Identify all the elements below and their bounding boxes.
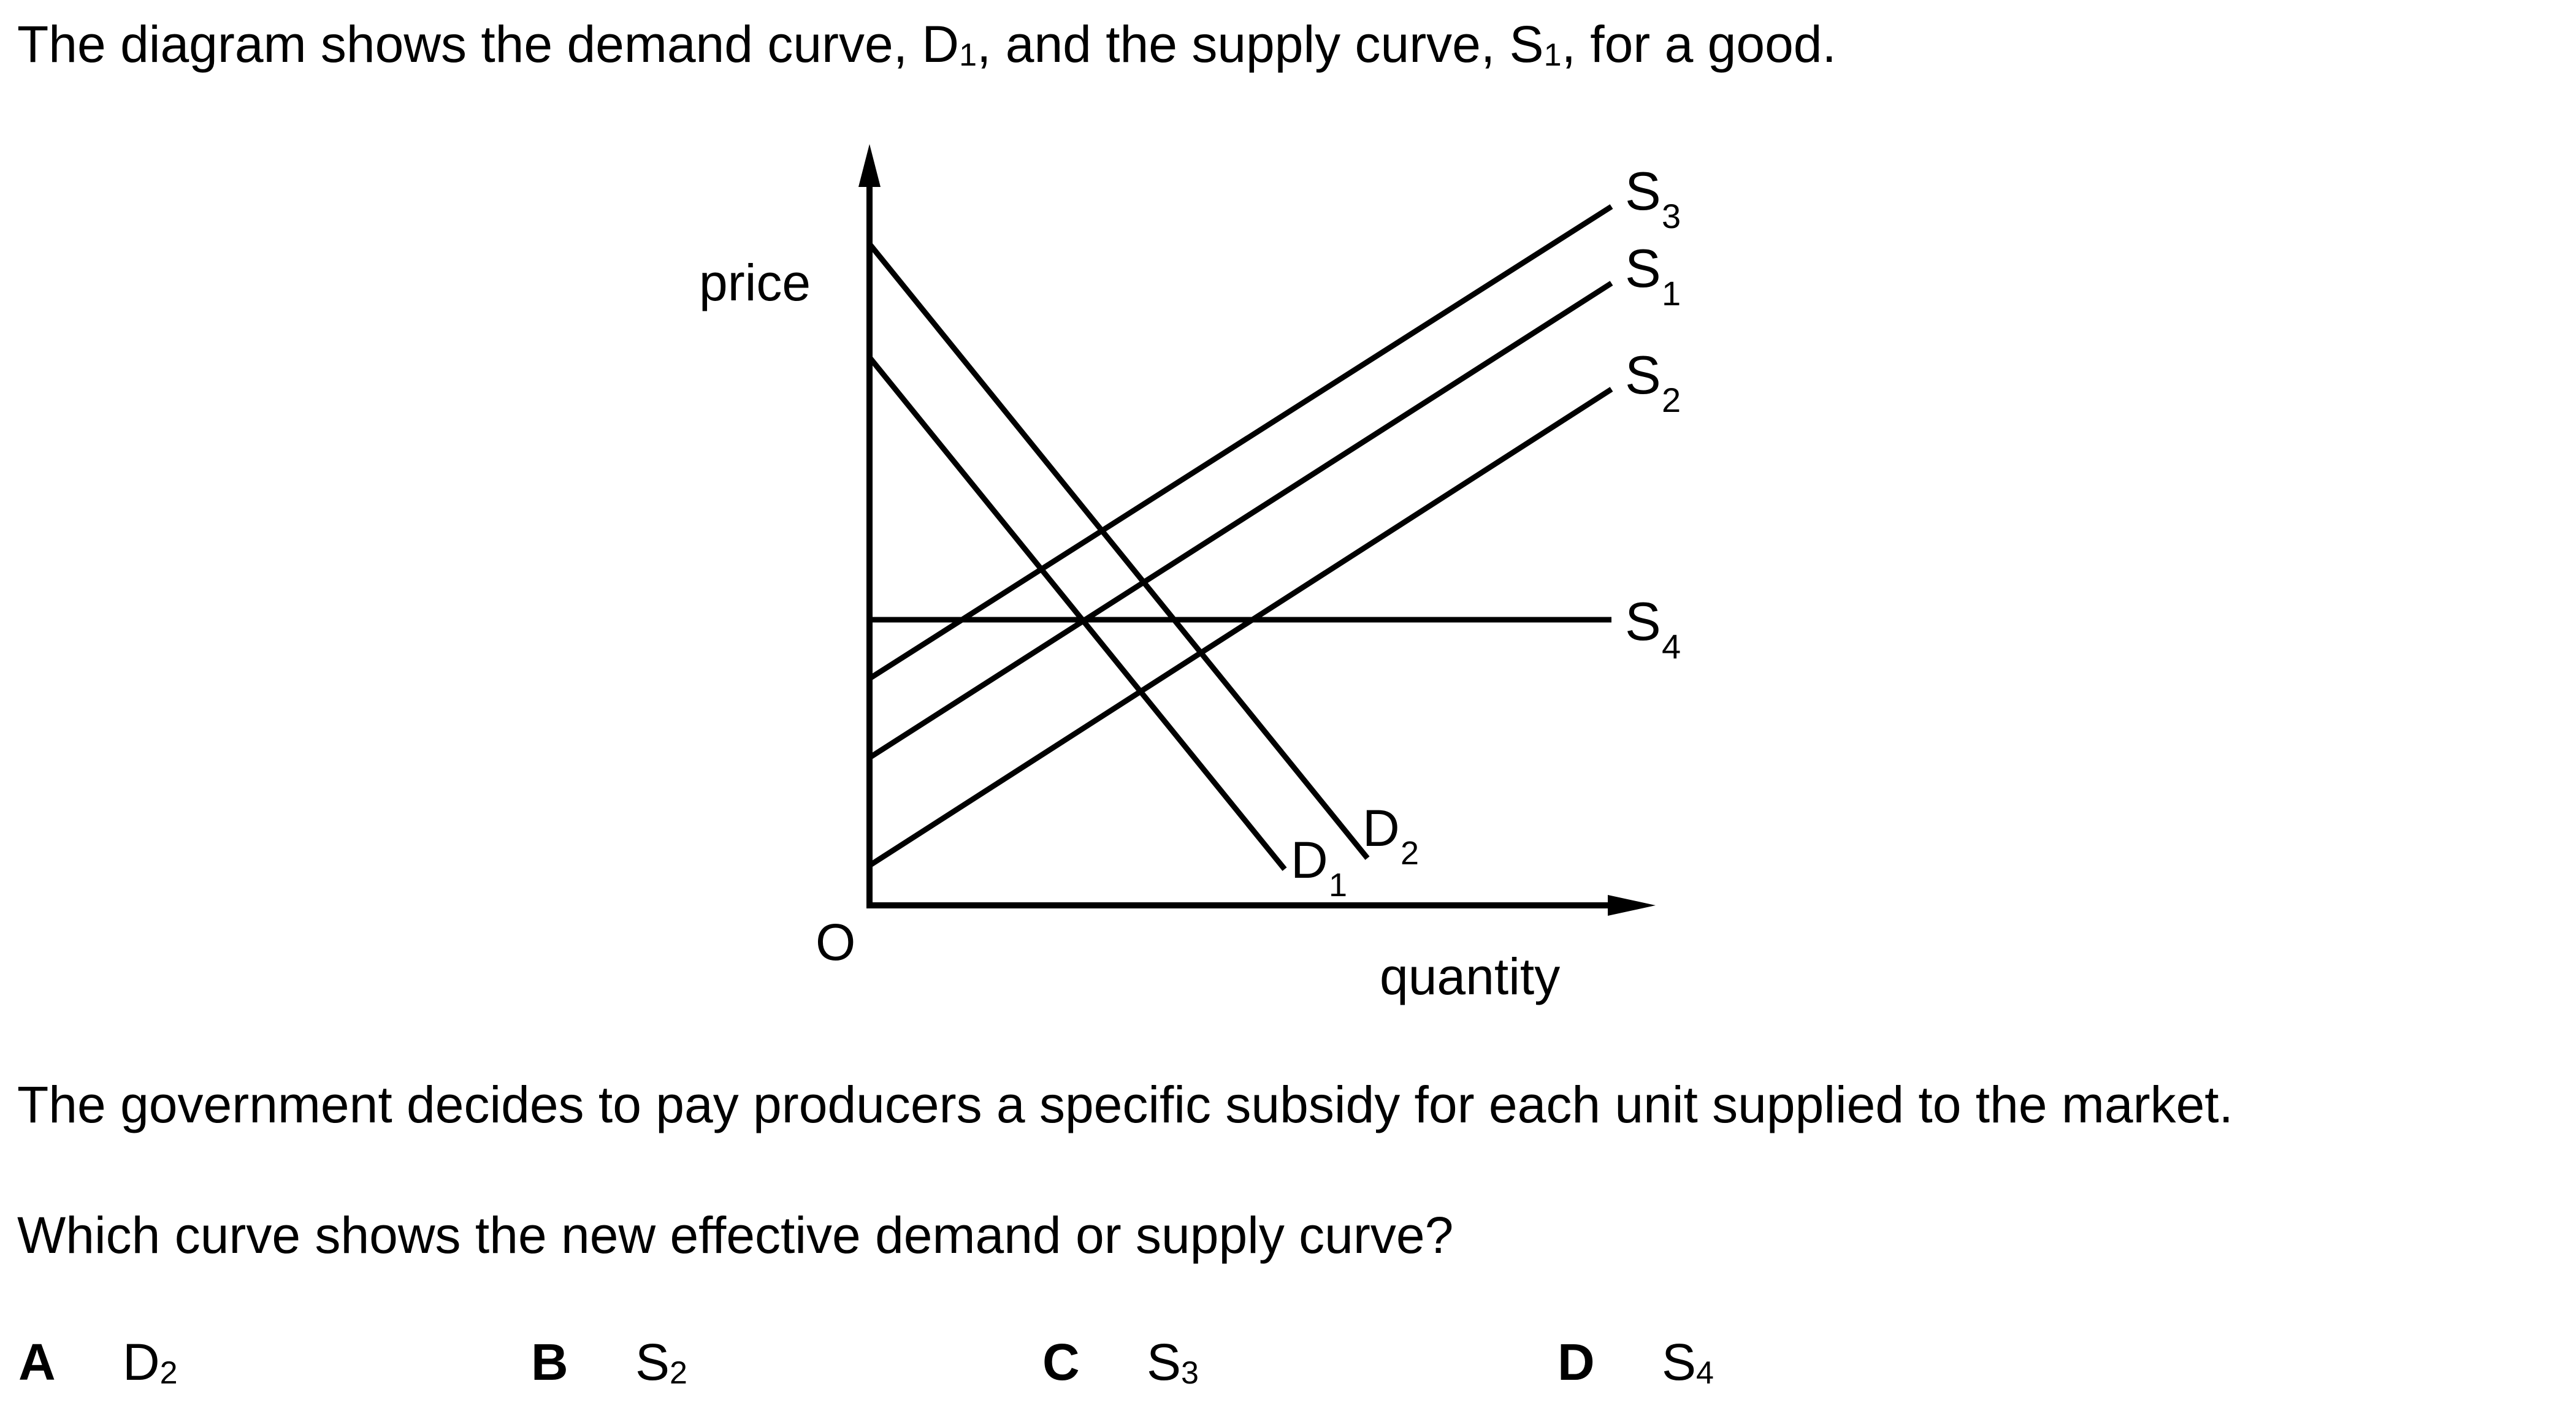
x-axis-arrowhead (1608, 895, 1656, 916)
option-subscript: 2 (159, 1355, 178, 1391)
question-intro: The diagram shows the demand curve, D1, … (17, 15, 1836, 74)
curve-label-letter: S (1625, 344, 1661, 405)
question-prompt: Which curve shows the new effective dema… (17, 1206, 1454, 1264)
origin-label: O (816, 913, 855, 971)
option-curve: D (123, 1333, 160, 1391)
curve-label-letter: D (1363, 799, 1400, 857)
intro-text-part: , for a good. (1561, 15, 1836, 73)
curve-label-letter: S (1625, 161, 1661, 221)
curve-label-subscript: 1 (1329, 867, 1347, 904)
option-subscript: 2 (670, 1355, 687, 1391)
option-b[interactable]: B S2 (531, 1333, 687, 1391)
option-letter: C (1042, 1333, 1080, 1391)
curve-label-subscript: 3 (1662, 197, 1681, 235)
supply-demand-diagram: price quantity O S 3 S 1 S 2 S 4 D 1 D 2 (699, 144, 1681, 1005)
curve-label-subscript: 1 (1662, 274, 1681, 313)
option-curve: S (635, 1333, 670, 1391)
option-letter: A (18, 1333, 56, 1391)
option-a[interactable]: A D2 (18, 1333, 178, 1391)
intro-s-subscript: 1 (1543, 37, 1562, 74)
option-c[interactable]: C S3 (1042, 1333, 1199, 1391)
x-axis-label: quantity (1380, 948, 1560, 1005)
curve-label-s4: S 4 (1625, 591, 1681, 666)
demand-curve-d2 (867, 242, 1370, 860)
curve-label-subscript: 2 (1401, 835, 1419, 872)
curve-label-letter: S (1625, 238, 1661, 299)
supply-curve-s3 (868, 204, 1613, 681)
curve-label-s3: S 3 (1625, 161, 1681, 235)
intro-text-part: , and the supply curve, S (977, 15, 1544, 73)
curve-label-s2: S 2 (1625, 344, 1681, 419)
curve-label-letter: S (1625, 591, 1661, 652)
curve-label-s1: S 1 (1625, 238, 1681, 313)
option-letter: D (1557, 1333, 1595, 1391)
curve-label-subscript: 4 (1662, 627, 1681, 666)
y-axis-label: price (699, 254, 811, 311)
y-axis-arrowhead (858, 144, 881, 187)
curve-label-d1: D 1 (1291, 831, 1347, 904)
option-d[interactable]: D S4 (1557, 1333, 1714, 1391)
curve-label-letter: D (1291, 831, 1328, 889)
subsidy-statement: The government decides to pay producers … (17, 1076, 2233, 1133)
option-subscript: 3 (1181, 1355, 1199, 1391)
supply-curve-s2 (868, 387, 1613, 868)
option-curve: S (1147, 1333, 1182, 1391)
demand-curve-d1 (867, 356, 1287, 871)
curve-label-d2: D 2 (1363, 799, 1419, 872)
intro-text-part: The diagram shows the demand curve, D (17, 15, 960, 73)
option-letter: B (531, 1333, 568, 1391)
option-subscript: 4 (1696, 1355, 1714, 1391)
supply-curve-s1 (868, 281, 1613, 760)
curve-label-subscript: 2 (1662, 381, 1681, 419)
option-curve: S (1662, 1333, 1697, 1391)
intro-d-subscript: 1 (959, 37, 977, 74)
